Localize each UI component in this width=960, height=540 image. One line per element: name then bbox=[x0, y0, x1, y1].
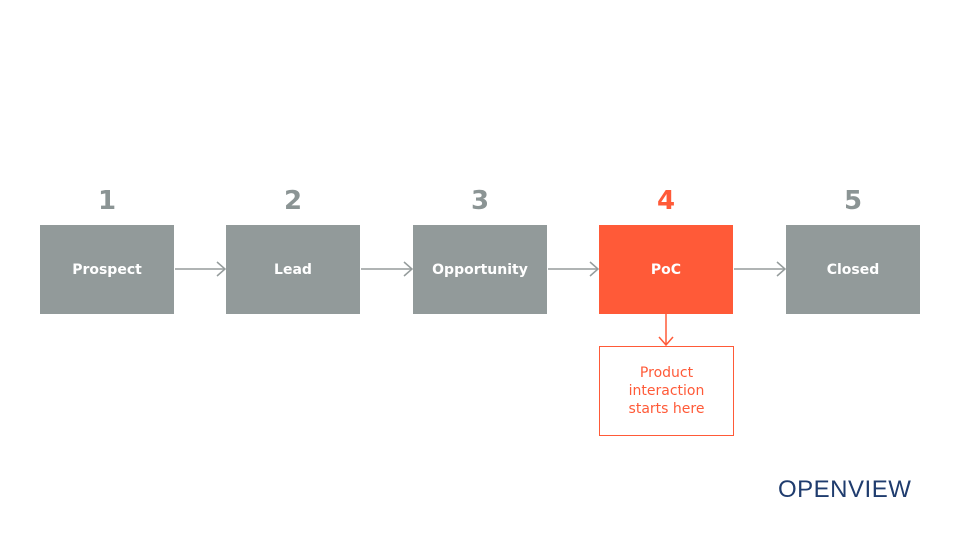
logo-text: OPENVIEW bbox=[778, 476, 912, 503]
stage-box-closed: Closed bbox=[786, 225, 920, 314]
stage-box-prospect: Prospect bbox=[40, 225, 174, 314]
stage-label-poc: PoC bbox=[650, 261, 682, 278]
arrow-poc-to-closed bbox=[734, 261, 787, 277]
stage-number-1: 1 bbox=[97, 186, 117, 216]
stage-box-opportunity: Opportunity bbox=[413, 225, 547, 314]
stage-label-closed: Closed bbox=[826, 261, 880, 278]
arrow-prospect-to-lead bbox=[175, 261, 227, 277]
stage-box-lead: Lead bbox=[226, 225, 360, 314]
stage-number-5: 5 bbox=[843, 186, 863, 216]
callout-text: Product interaction starts here bbox=[628, 365, 705, 417]
arrow-opportunity-to-poc bbox=[548, 261, 600, 277]
callout-box: Product interaction starts here bbox=[599, 346, 734, 436]
stage-label-lead: Lead bbox=[274, 261, 312, 278]
stage-box-poc: PoC bbox=[599, 225, 733, 314]
stage-number-2: 2 bbox=[283, 186, 303, 216]
stage-label-prospect: Prospect bbox=[72, 261, 142, 278]
arrow-lead-to-opportunity bbox=[361, 261, 414, 277]
arrow-poc-to-callout bbox=[658, 314, 674, 347]
openview-logo: OPENVIEW bbox=[778, 476, 920, 504]
stage-number-3: 3 bbox=[470, 186, 490, 216]
stage-number-4: 4 bbox=[656, 186, 676, 216]
stage-label-opportunity: Opportunity bbox=[432, 261, 528, 278]
